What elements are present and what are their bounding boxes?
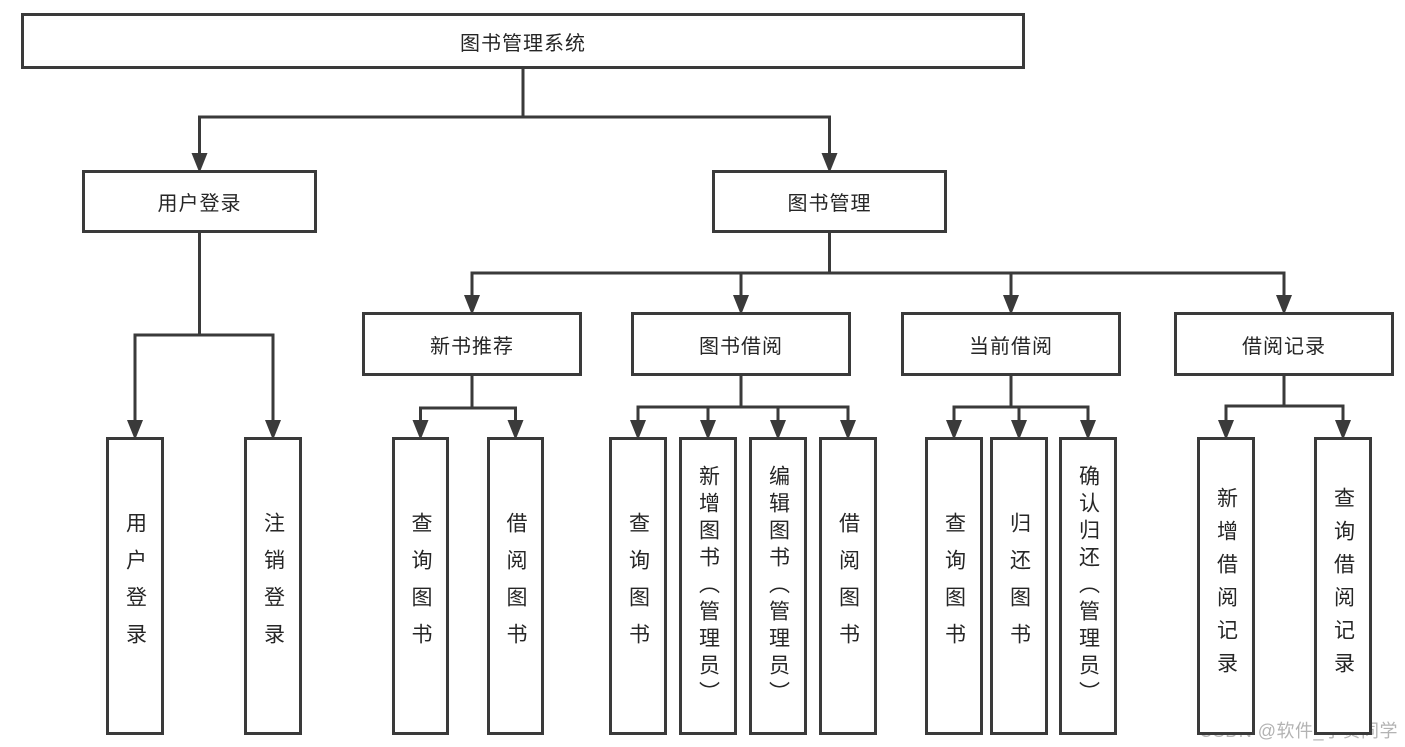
tree-node-label: 查询借阅记录 (1331, 487, 1355, 685)
arrowhead-icon (733, 295, 749, 315)
arrowhead-icon (1011, 420, 1027, 440)
tree-node-bb-query-book: 查询图书 (609, 437, 667, 735)
arrowhead-icon (700, 420, 716, 440)
tree-node-new-book-rec: 新书推荐 (362, 312, 582, 376)
tree-node-label: 编辑图书（管理员） (766, 464, 790, 708)
tree-node-br-add-record: 新增借阅记录 (1197, 437, 1255, 735)
tree-node-logout: 注销登录 (244, 437, 302, 735)
arrowhead-icon (821, 153, 838, 173)
tree-node-label: 借阅图书 (836, 512, 860, 660)
arrowhead-icon (770, 420, 786, 440)
tree-node-rec-borrow-book: 借阅图书 (487, 437, 544, 735)
tree-node-bb-borrow-book: 借阅图书 (819, 437, 877, 735)
arrowhead-icon (840, 420, 856, 440)
tree-node-bb-edit-book: 编辑图书（管理员） (749, 437, 807, 735)
arrowhead-icon (630, 420, 646, 440)
tree-node-label: 归还图书 (1007, 512, 1031, 660)
tree-node-user-login: 用户登录 (82, 170, 317, 233)
arrowhead-icon (1003, 295, 1019, 315)
tree-node-current-borrow: 当前借阅 (901, 312, 1121, 376)
tree-node-label: 新增图书（管理员） (696, 464, 720, 708)
tree-node-cb-confirm-return: 确认归还（管理员） (1059, 437, 1117, 735)
tree-node-book-borrow: 图书借阅 (631, 312, 851, 376)
tree-node-cb-return-book: 归还图书 (990, 437, 1048, 735)
tree-node-label: 用户登录 (157, 193, 242, 215)
tree-node-label: 借阅图书 (504, 512, 527, 660)
arrowhead-icon (464, 295, 480, 315)
tree-node-cb-query-book: 查询图书 (925, 437, 983, 735)
arrowhead-icon (265, 420, 281, 440)
arrowhead-icon (1276, 295, 1292, 315)
tree-node-bb-add-book: 新增图书（管理员） (679, 437, 737, 735)
tree-node-root: 图书管理系统 (21, 13, 1025, 69)
tree-node-rec-query-book: 查询图书 (392, 437, 449, 735)
tree-node-label: 用户登录 (123, 512, 147, 660)
arrowhead-icon (1218, 420, 1234, 440)
arrowhead-icon (946, 420, 962, 440)
tree-node-label: 借阅记录 (1242, 335, 1326, 358)
tree-node-label: 图书管理 (787, 193, 872, 215)
arrowhead-icon (191, 153, 208, 173)
tree-node-label: 图书借阅 (699, 335, 783, 358)
tree-node-borrow-records: 借阅记录 (1174, 312, 1394, 376)
arrowhead-icon (412, 420, 429, 440)
tree-node-label: 查询图书 (409, 512, 432, 660)
tree-node-br-query-record: 查询借阅记录 (1314, 437, 1372, 735)
arrowhead-icon (127, 420, 143, 440)
tree-node-label: 注销登录 (261, 512, 285, 660)
arrowhead-icon (507, 420, 524, 440)
tree-node-label: 确认归还（管理员） (1076, 464, 1100, 708)
tree-node-label: 当前借阅 (969, 335, 1053, 358)
tree-node-label: 查询图书 (942, 512, 966, 660)
arrowhead-icon (1080, 420, 1096, 440)
arrowhead-icon (1335, 420, 1351, 440)
tree-node-label: 查询图书 (626, 512, 650, 660)
tree-node-label: 新书推荐 (430, 335, 514, 358)
tree-node-book-mgmt: 图书管理 (712, 170, 947, 233)
tree-node-login: 用户登录 (106, 437, 164, 735)
tree-node-label: 新增借阅记录 (1214, 487, 1238, 685)
tree-node-label: 图书管理系统 (460, 32, 586, 55)
